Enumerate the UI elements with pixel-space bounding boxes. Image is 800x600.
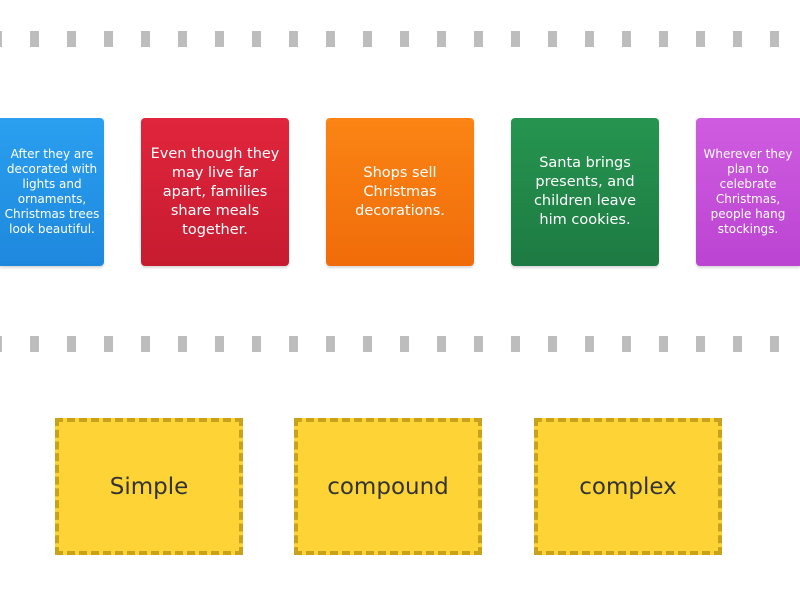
sentence-card[interactable]: Santa brings presents, and children leav… bbox=[511, 118, 659, 266]
top-divider bbox=[0, 31, 800, 47]
divider-dash bbox=[437, 336, 446, 352]
divider-dash bbox=[326, 31, 335, 47]
divider-dash bbox=[67, 31, 76, 47]
divider-dash bbox=[696, 336, 705, 352]
sentence-card[interactable]: Shops sell Christmas decorations. bbox=[326, 118, 474, 266]
card-text: After they are decorated with lights and… bbox=[4, 147, 100, 236]
divider-dash bbox=[733, 336, 742, 352]
divider-dash bbox=[252, 31, 261, 47]
divider-dash bbox=[104, 31, 113, 47]
divider-dash bbox=[141, 336, 150, 352]
divider-dash bbox=[696, 31, 705, 47]
drop-zone-label: complex bbox=[579, 473, 677, 500]
divider-dash bbox=[326, 336, 335, 352]
divider-dash bbox=[0, 31, 2, 47]
sentence-card[interactable]: Even though they may live far apart, fam… bbox=[141, 118, 289, 266]
divider-dash bbox=[659, 31, 668, 47]
divider-dash bbox=[474, 336, 483, 352]
card-text: Wherever they plan to celebrate Christma… bbox=[703, 147, 793, 236]
divider-dash bbox=[659, 336, 668, 352]
divider-dash bbox=[67, 336, 76, 352]
sentence-card[interactable]: Wherever they plan to celebrate Christma… bbox=[696, 118, 800, 266]
card-text: Santa brings presents, and children leav… bbox=[533, 155, 637, 228]
divider-dash bbox=[215, 336, 224, 352]
sentence-card[interactable]: After they are decorated with lights and… bbox=[0, 118, 104, 266]
divider-dash bbox=[289, 336, 298, 352]
divider-dash bbox=[622, 31, 631, 47]
middle-divider bbox=[0, 336, 800, 352]
card-text: Shops sell Christmas decorations. bbox=[355, 164, 445, 219]
drop-zone-label: Simple bbox=[109, 473, 189, 500]
divider-dash bbox=[548, 336, 557, 352]
divider-dash bbox=[511, 336, 520, 352]
divider-dash bbox=[363, 31, 372, 47]
drop-zone-complex[interactable]: complex bbox=[534, 418, 722, 555]
drop-zone-label: compound bbox=[327, 473, 449, 500]
divider-dash bbox=[252, 336, 261, 352]
drop-zone-simple[interactable]: Simple bbox=[55, 418, 243, 555]
divider-dash bbox=[178, 31, 187, 47]
divider-dash bbox=[363, 336, 372, 352]
divider-dash bbox=[733, 31, 742, 47]
divider-dash bbox=[289, 31, 298, 47]
divider-dash bbox=[474, 31, 483, 47]
divider-dash bbox=[585, 31, 594, 47]
divider-dash bbox=[400, 31, 409, 47]
divider-dash bbox=[0, 336, 2, 352]
drop-zone-compound[interactable]: compound bbox=[294, 418, 482, 555]
divider-dash bbox=[104, 336, 113, 352]
divider-dash bbox=[437, 31, 446, 47]
divider-dash bbox=[178, 336, 187, 352]
divider-dash bbox=[770, 336, 779, 352]
divider-dash bbox=[770, 31, 779, 47]
divider-dash bbox=[141, 31, 150, 47]
card-text: Even though they may live far apart, fam… bbox=[150, 145, 280, 238]
divider-dash bbox=[400, 336, 409, 352]
divider-dash bbox=[30, 31, 39, 47]
divider-dash bbox=[548, 31, 557, 47]
divider-dash bbox=[622, 336, 631, 352]
divider-dash bbox=[215, 31, 224, 47]
divider-dash bbox=[511, 31, 520, 47]
divider-dash bbox=[30, 336, 39, 352]
divider-dash bbox=[585, 336, 594, 352]
